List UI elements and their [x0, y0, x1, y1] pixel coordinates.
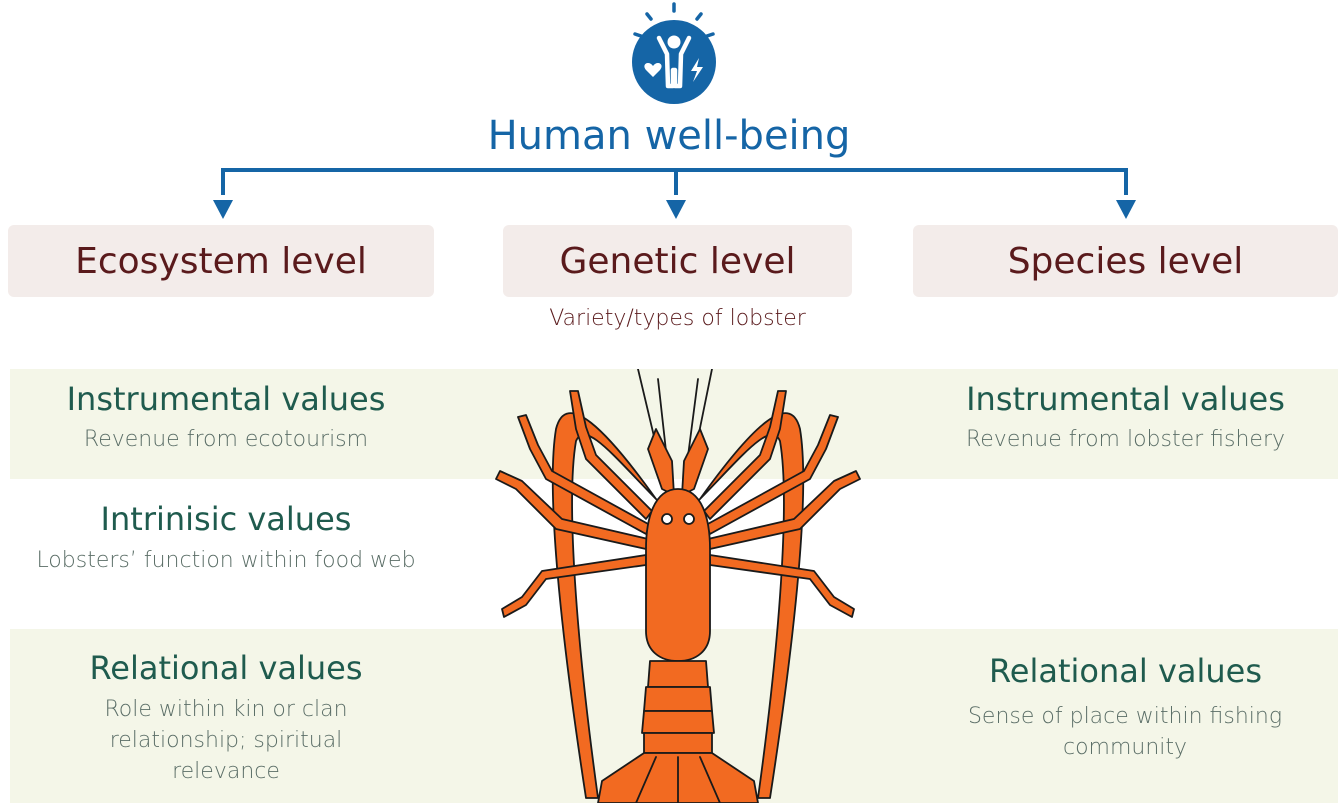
human-wellbeing-icon — [632, 2, 716, 104]
band-instrumental — [10, 369, 1338, 479]
left-instrumental-description: Revenue from ecotourism — [83, 427, 369, 452]
genetic-level-label: Genetic level — [559, 240, 796, 282]
ecosystem-level-box: Ecosystem level — [8, 225, 434, 297]
genetic-level-box: Genetic level — [503, 225, 852, 297]
left-intrinsic-heading: Intrinisic values — [100, 500, 352, 538]
left-instrumental-heading: Instrumental values — [66, 380, 386, 418]
connector-arrows — [213, 168, 1136, 219]
left-relational-heading: Relational values — [89, 649, 363, 687]
species-level-label: Species level — [1007, 240, 1244, 282]
ecosystem-level-label: Ecosystem level — [75, 240, 367, 282]
right-instrumental-heading: Instrumental values — [966, 380, 1285, 418]
genetic-level-subtitle: Variety/types of lobster — [549, 306, 806, 331]
species-level-box: Species level — [913, 225, 1338, 297]
left-intrinsic-description: Lobsters’ function within food web — [36, 548, 416, 573]
right-relational-description: Sense of place within fishing community — [967, 704, 1283, 760]
diagram-title: Human well-being — [487, 113, 851, 159]
right-instrumental-description: Revenue from lobster fishery — [965, 427, 1286, 452]
lobster-illustration — [495, 369, 861, 803]
right-relational-heading: Relational values — [988, 652, 1263, 690]
left-relational-description: Role within kin or clan relationship; sp… — [104, 697, 348, 784]
